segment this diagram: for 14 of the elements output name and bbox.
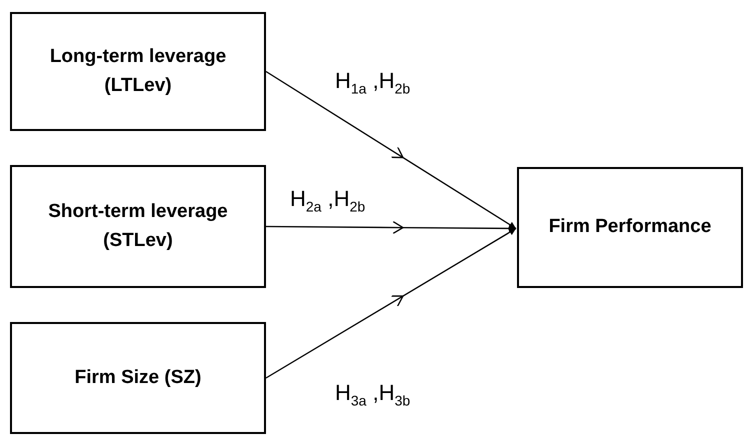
variable-name: Firm Size (SZ) (74, 366, 202, 390)
arrow (266, 70, 516, 230)
hypothesis-label: H$_{1a}$ ,H$_{2b}$ (335, 68, 410, 96)
variable-box (10, 12, 266, 131)
variable-box (517, 167, 743, 288)
variable-box (10, 322, 266, 434)
variable-name: Firm Performance (548, 215, 712, 240)
hypothesis-label: H$_{3a}$ ,H$_{3b}$ (335, 380, 410, 408)
hypothesis-label: H$_{2a}$ ,H$_{2b}$ (290, 186, 366, 214)
arrow (266, 222, 516, 234)
arrow (266, 228, 516, 379)
variable-name: Short-term leverage (STLev) (47, 200, 229, 252)
variable-name: Long-term leverage (LTLev) (48, 45, 228, 98)
variable-box (10, 165, 266, 288)
